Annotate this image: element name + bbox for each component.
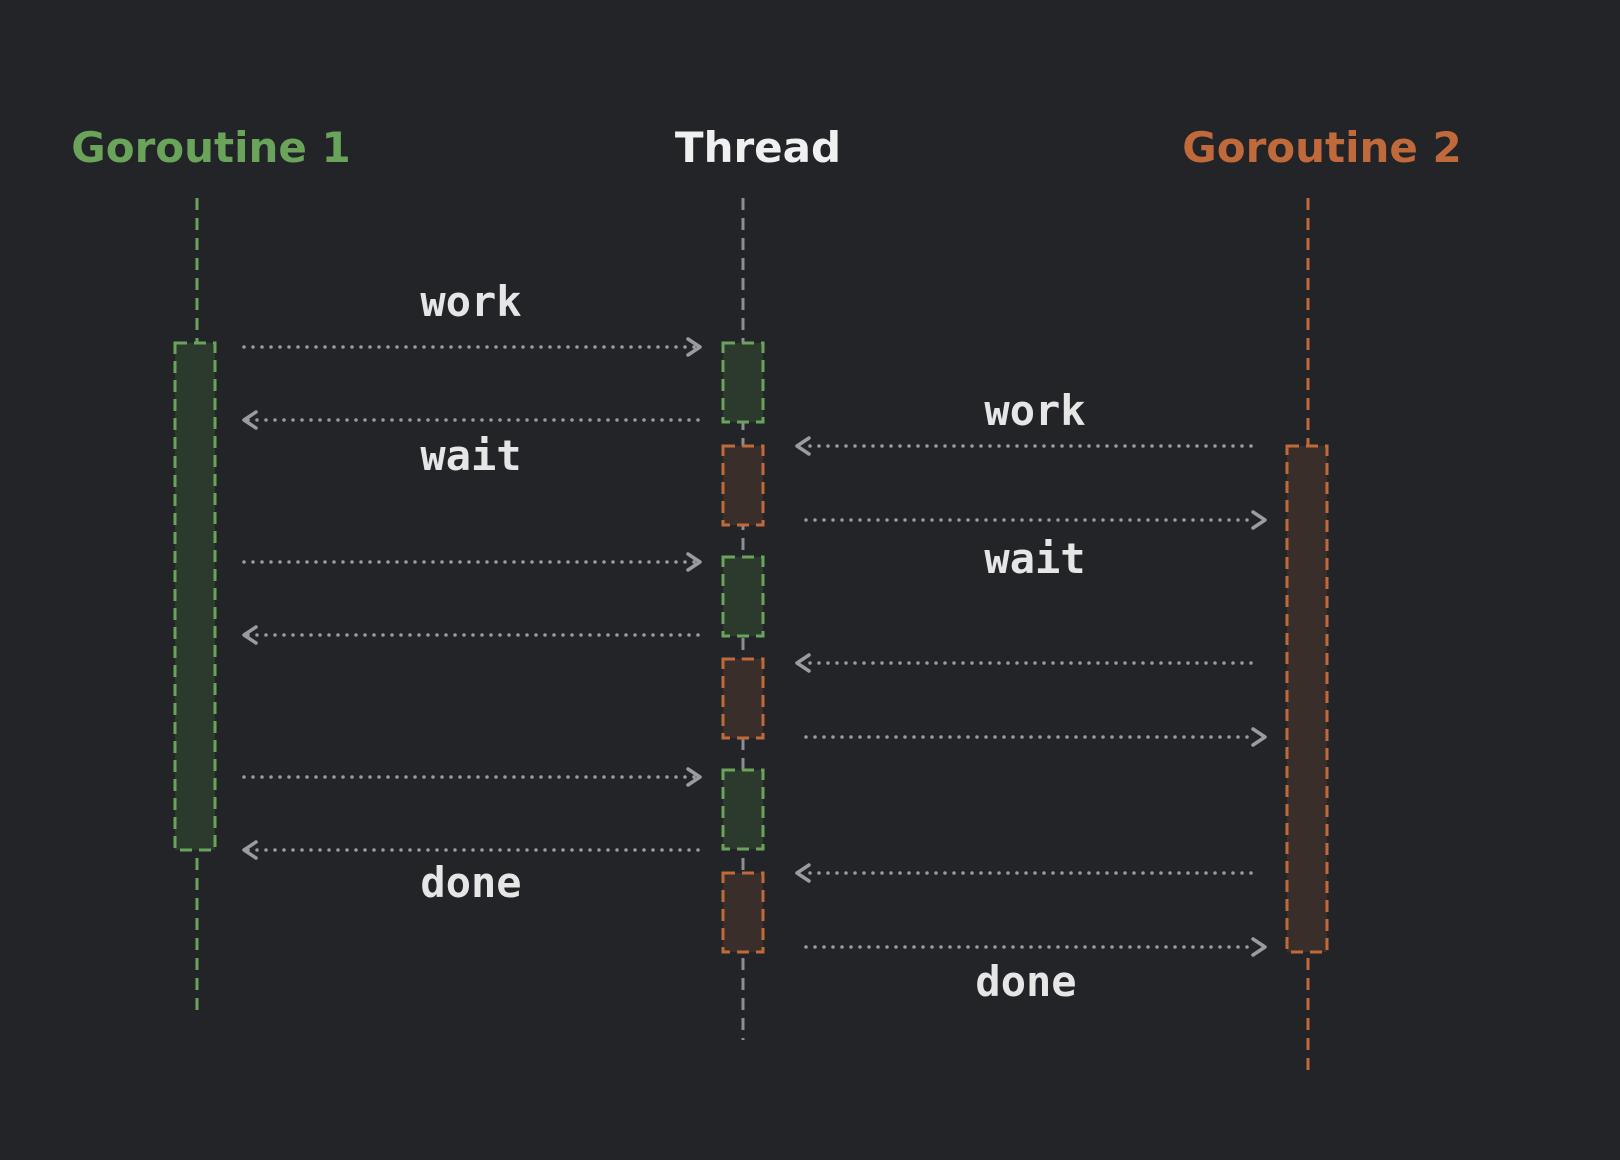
thread-slice-g1	[721, 555, 765, 638]
g2-done-label: done	[975, 957, 1076, 1006]
arrow-left	[242, 625, 702, 645]
thread-slice-g2	[721, 444, 765, 527]
thread-slice-g1	[721, 341, 765, 424]
arrow-right	[242, 552, 702, 572]
goroutine-2-title: Goroutine 2	[1182, 123, 1462, 172]
thread-slice-g2	[721, 657, 765, 740]
g1-work-label: work	[420, 277, 521, 326]
arrow-left	[242, 410, 702, 430]
arrow-left	[795, 436, 1256, 456]
g2-work-label: work	[984, 386, 1085, 435]
arrow-right	[804, 727, 1267, 747]
goroutine-2-activation	[1285, 444, 1329, 954]
arrow-right	[804, 937, 1267, 957]
arrow-right	[804, 510, 1267, 530]
arrow-left	[795, 863, 1256, 883]
thread-slice-g1	[721, 768, 765, 851]
arrow-right	[242, 337, 702, 357]
thread-slice-g2	[721, 871, 765, 954]
goroutine-1-title: Goroutine 1	[71, 123, 351, 172]
g1-done-label: done	[420, 858, 521, 907]
arrow-left	[795, 653, 1256, 673]
goroutine-1-activation	[173, 341, 217, 852]
g1-wait-label: wait	[420, 431, 521, 480]
thread-title: Thread	[675, 123, 841, 172]
arrow-left	[242, 840, 702, 860]
arrow-right	[242, 767, 702, 787]
g2-wait-label: wait	[984, 534, 1085, 583]
